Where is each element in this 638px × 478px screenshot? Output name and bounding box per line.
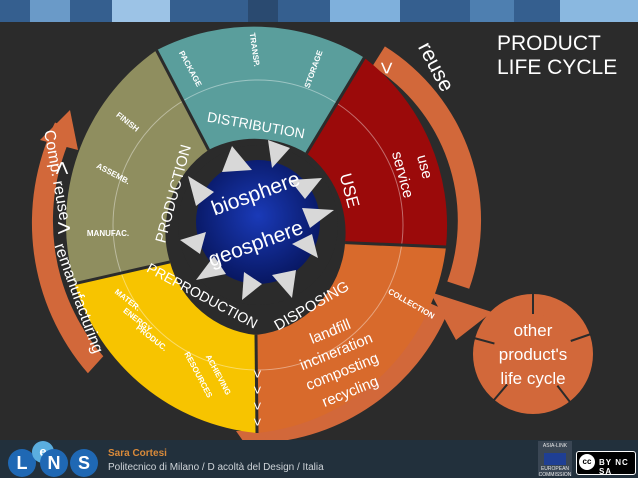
segment-divider bbox=[155, 49, 210, 151]
other-cycle-line: product's bbox=[499, 345, 567, 364]
core-arrow bbox=[292, 234, 318, 258]
core-arrow bbox=[180, 232, 206, 254]
reuse-loop-band bbox=[372, 46, 482, 289]
life-cycle-diagram: biosphere geosphere DISTRIBUTION USE DIS… bbox=[31, 26, 593, 440]
segment-divider bbox=[345, 241, 447, 249]
affiliation: Politecnico di Milano / D acoltà del Des… bbox=[108, 462, 324, 473]
lens-logo-letter: N bbox=[40, 449, 68, 477]
core-sphere bbox=[196, 160, 320, 284]
use-segment bbox=[306, 57, 448, 248]
cc-icon: cc bbox=[579, 454, 595, 470]
left-arrow-mark: > bbox=[57, 215, 71, 242]
core-arrow bbox=[242, 272, 262, 300]
production-step: MANUFAC. bbox=[87, 229, 129, 238]
lens-logo-letter: L bbox=[8, 449, 36, 477]
remanufacturing-loop-band bbox=[31, 122, 104, 374]
author-name: Sara Cortesi bbox=[108, 448, 167, 459]
core-arrow bbox=[196, 256, 226, 280]
slide-title: PRODUCT LIFE CYCLE bbox=[497, 32, 632, 80]
inner-ring-guide bbox=[112, 79, 404, 371]
bottom-arrow-mark: < bbox=[249, 402, 265, 410]
reuse-arrow-head bbox=[430, 292, 492, 340]
segment-divider bbox=[305, 56, 366, 155]
preproduction-segment bbox=[74, 261, 257, 433]
cc-license-terms: BY NC SA bbox=[599, 458, 629, 476]
bottom-arrow-mark: < bbox=[249, 370, 265, 378]
bottom-arrow-mark: < bbox=[249, 418, 265, 426]
left-arrow-mark: > bbox=[49, 161, 76, 175]
core-arrow bbox=[272, 270, 296, 298]
disposing-segment bbox=[256, 242, 446, 433]
creative-commons-badge: cc BY NC SA bbox=[576, 451, 636, 476]
core-arrow bbox=[290, 178, 322, 199]
reuse-arrow-mark: < bbox=[374, 62, 399, 75]
core-arrow bbox=[268, 140, 290, 168]
asia-link-caption: EUROPEAN COMMISSION bbox=[538, 466, 572, 478]
asia-link-logo: ASIA-LINK EUROPEAN COMMISSION bbox=[538, 441, 572, 478]
left-arrow-head bbox=[40, 110, 78, 150]
other-cycle-line: other bbox=[514, 321, 553, 340]
title-line: PRODUCT bbox=[497, 32, 601, 55]
other-cycle-line: life cycle bbox=[500, 369, 565, 388]
asia-link-label: ASIA-LINK bbox=[542, 443, 568, 449]
bottom-arrow-mark: < bbox=[249, 386, 265, 394]
top-decorative-strip bbox=[0, 0, 638, 22]
lens-logo-letter: S bbox=[70, 449, 98, 477]
core-arrow bbox=[188, 176, 214, 206]
title-line: LIFE CYCLE bbox=[497, 56, 618, 79]
core-arrow bbox=[222, 146, 252, 172]
core-arrow bbox=[302, 208, 334, 228]
eu-flag-icon bbox=[544, 453, 566, 465]
production-segment bbox=[65, 50, 209, 284]
footer-bar bbox=[0, 440, 638, 478]
bottom-arrow-head bbox=[236, 431, 270, 440]
segment-divider bbox=[74, 260, 171, 286]
segment-divider bbox=[254, 334, 259, 434]
use-step: use bbox=[413, 153, 436, 181]
distribution-segment bbox=[156, 26, 365, 154]
other-cycle-center bbox=[493, 314, 573, 394]
